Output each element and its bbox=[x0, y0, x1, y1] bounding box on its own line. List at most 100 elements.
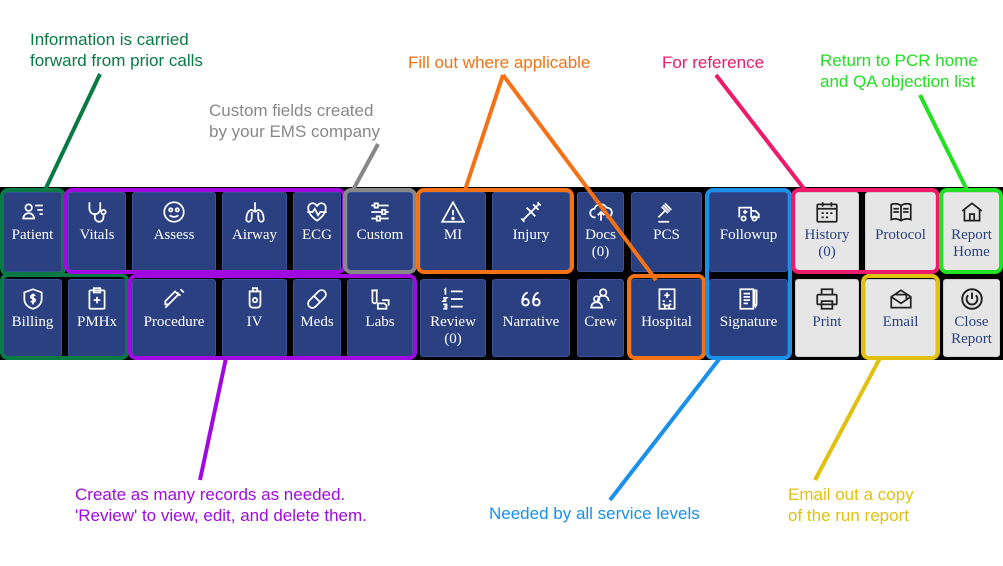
report-home-button[interactable]: Report Home bbox=[943, 192, 1000, 272]
callout-line-reference bbox=[714, 73, 807, 192]
report-home-label: Report Home bbox=[951, 227, 992, 260]
meds-label: Meds bbox=[300, 314, 334, 330]
review-label: Review (0) bbox=[430, 314, 476, 347]
airway-label: Airway bbox=[232, 227, 277, 243]
review-button[interactable]: Review (0) bbox=[420, 279, 486, 357]
note-email-copy: Email out a copy of the run report bbox=[788, 485, 914, 525]
billing-button[interactable]: Billing bbox=[3, 279, 62, 357]
highlight-history-protocol bbox=[791, 188, 940, 274]
signature-doc-icon bbox=[736, 286, 762, 312]
followup-label: Followup bbox=[719, 227, 778, 243]
airway-button[interactable]: Airway bbox=[222, 192, 287, 272]
docs-button[interactable]: Docs (0) bbox=[577, 192, 624, 272]
narrative-label: Narrative bbox=[502, 314, 560, 330]
crew-label: Crew bbox=[584, 314, 617, 330]
shield-dollar-icon bbox=[20, 286, 46, 312]
protocol-button[interactable]: Protocol bbox=[865, 192, 936, 272]
callout-line-records bbox=[198, 357, 228, 481]
patient-label: Patient bbox=[11, 227, 54, 243]
book-icon bbox=[888, 199, 914, 225]
numbered-list-icon bbox=[440, 286, 466, 312]
warning-triangle-icon bbox=[440, 199, 466, 225]
highlight-mi-injury bbox=[416, 188, 574, 274]
assess-label: Assess bbox=[153, 227, 195, 243]
highlight-row1-records bbox=[64, 188, 346, 274]
custom-button[interactable]: Custom bbox=[347, 192, 413, 272]
highlight-report-home bbox=[939, 188, 1003, 274]
signature-label: Signature bbox=[719, 314, 778, 330]
envelope-icon bbox=[888, 286, 914, 312]
person-card-icon bbox=[20, 199, 46, 225]
pill-icon bbox=[304, 286, 330, 312]
hospital-button[interactable]: Hospital bbox=[631, 279, 702, 357]
protocol-label: Protocol bbox=[875, 227, 926, 243]
pcs-label: PCS bbox=[653, 227, 680, 243]
people-icon bbox=[588, 286, 614, 312]
print-label: Print bbox=[812, 314, 842, 330]
heart-pulse-icon bbox=[304, 199, 330, 225]
cloud-upload-icon bbox=[588, 199, 614, 225]
callout-line-needed bbox=[608, 356, 722, 502]
callout-line-custom bbox=[351, 143, 380, 191]
pcr-toolbar: Patient Vitals Assess Airway ECG Custom … bbox=[0, 187, 1003, 360]
face-icon bbox=[161, 199, 187, 225]
crew-button[interactable]: Crew bbox=[577, 279, 624, 357]
highlight-pmhx-carried bbox=[0, 273, 129, 360]
highlight-hospital bbox=[627, 274, 706, 360]
stethoscope-icon bbox=[84, 199, 110, 225]
highlight-row2-records bbox=[128, 274, 417, 360]
billing-label: Billing bbox=[11, 314, 54, 330]
pcs-button[interactable]: PCS bbox=[631, 192, 702, 272]
power-icon bbox=[959, 286, 985, 312]
gavel-icon bbox=[654, 199, 680, 225]
hospital-label: Hospital bbox=[641, 314, 692, 330]
callout-line-fill-left bbox=[463, 74, 505, 191]
syringe-icon bbox=[161, 286, 187, 312]
mi-label: MI bbox=[443, 227, 463, 243]
note-carried-forward: Information is carried forward from prio… bbox=[30, 30, 203, 70]
quote-icon bbox=[518, 286, 544, 312]
vitals-button[interactable]: Vitals bbox=[68, 192, 126, 272]
note-create-records: Create as many records as needed. 'Revie… bbox=[75, 485, 367, 525]
close-report-button[interactable]: Close Report bbox=[943, 279, 1000, 357]
lungs-icon bbox=[242, 199, 268, 225]
test-tube-hand-icon bbox=[367, 286, 393, 312]
procedure-button[interactable]: Procedure bbox=[132, 279, 216, 357]
custom-label: Custom bbox=[356, 227, 404, 243]
hospital-icon bbox=[654, 286, 680, 312]
callout-line-home bbox=[918, 94, 969, 191]
procedure-label: Procedure bbox=[143, 314, 205, 330]
ecg-label: ECG bbox=[302, 227, 332, 243]
ambulance-icon bbox=[736, 199, 762, 225]
vitals-label: Vitals bbox=[79, 227, 115, 243]
printer-icon bbox=[814, 286, 840, 312]
highlight-custom bbox=[343, 188, 417, 274]
close-report-label: Close Report bbox=[951, 314, 992, 347]
note-for-reference: For reference bbox=[662, 53, 765, 72]
note-needed-all: Needed by all service levels bbox=[489, 504, 700, 523]
note-custom-fields: Custom fields created by your EMS compan… bbox=[209, 101, 381, 141]
sliders-icon bbox=[367, 199, 393, 225]
highlight-patient-carried bbox=[0, 188, 66, 276]
patient-button[interactable]: Patient bbox=[3, 192, 62, 272]
signature-button[interactable]: Signature bbox=[709, 279, 788, 357]
followup-button[interactable]: Followup bbox=[709, 192, 788, 272]
callout-line-carried bbox=[43, 73, 102, 191]
home-icon bbox=[959, 199, 985, 225]
print-button[interactable]: Print bbox=[795, 279, 859, 357]
docs-label: Docs (0) bbox=[585, 227, 616, 260]
highlight-email bbox=[861, 274, 940, 360]
note-fill-out: Fill out where applicable bbox=[408, 53, 591, 72]
email-label: Email bbox=[882, 314, 919, 330]
meds-button[interactable]: Meds bbox=[293, 279, 341, 357]
history-label: History (0) bbox=[804, 227, 850, 260]
clipboard-plus-icon bbox=[84, 286, 110, 312]
highlight-followup-signature bbox=[705, 188, 792, 360]
mi-button[interactable]: MI bbox=[420, 192, 486, 272]
pmhx-label: PMHx bbox=[76, 314, 117, 330]
ecg-button[interactable]: ECG bbox=[293, 192, 341, 272]
narrative-button[interactable]: Narrative bbox=[492, 279, 570, 357]
calendar-icon bbox=[814, 199, 840, 225]
history-button[interactable]: History (0) bbox=[795, 192, 859, 272]
email-button[interactable]: Email bbox=[865, 279, 936, 357]
